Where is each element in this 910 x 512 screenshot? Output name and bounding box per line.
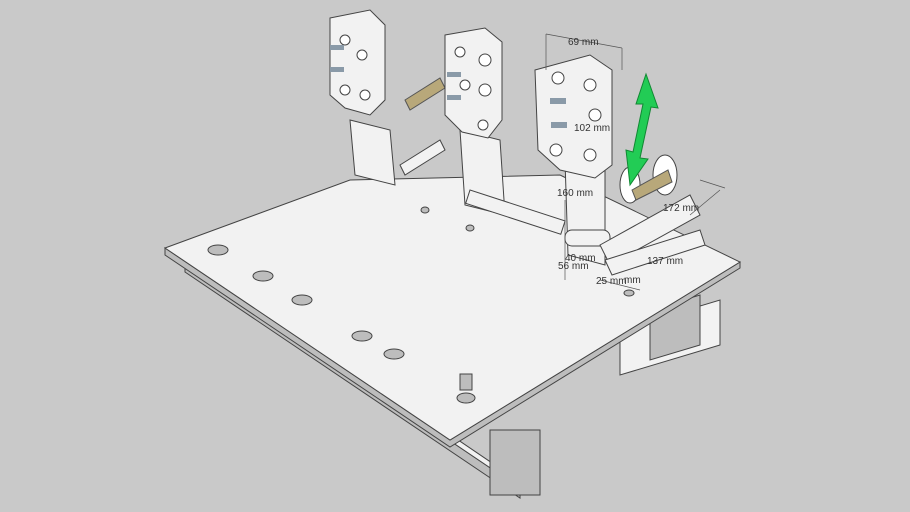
dim-base-offset-b: 56 mm (558, 261, 589, 272)
move-arrow-icon[interactable] (625, 72, 659, 187)
dim-bracket-extra: mm (624, 275, 641, 286)
dim-bracket-depth: 25 mm (596, 276, 627, 287)
dim-pivot-height: 160 mm (557, 188, 593, 199)
dim-pedal-height: 102 mm (574, 123, 610, 134)
bolt-icon (459, 373, 473, 391)
mounting-holes (207, 206, 635, 404)
dim-spring-length: 172 mm (663, 203, 699, 214)
dimension-lines (545, 33, 726, 291)
dimension-labels: 69 mm 102 mm 160 mm 172 mm 40 mm 56 mm 1… (557, 37, 699, 287)
dim-pedal-width: 69 mm (568, 37, 599, 48)
pedal-brake[interactable] (444, 27, 566, 235)
pedal-throttle[interactable] (534, 54, 706, 276)
pedal-clutch[interactable] (329, 9, 446, 186)
dim-bracket-width: 137 mm (647, 256, 683, 267)
dim-base-offset-a: 40 mm (565, 253, 596, 264)
